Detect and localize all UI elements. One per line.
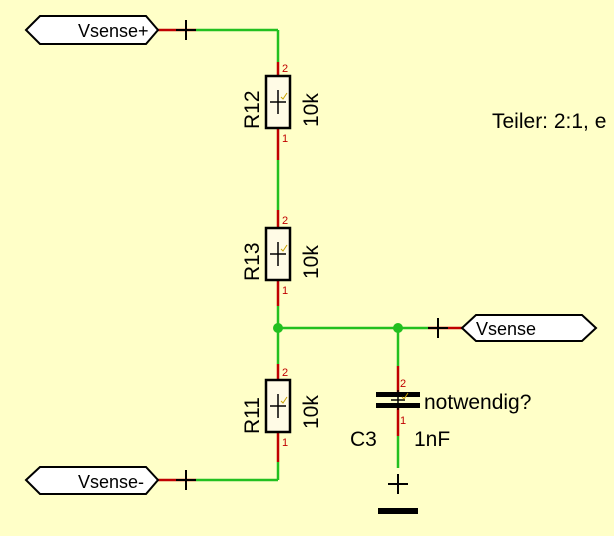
connection-mark-vsense — [428, 318, 448, 338]
port-vsense-plus-label: Vsense+ — [78, 21, 149, 41]
resistor-r13-value: 10k — [300, 245, 323, 279]
resistor-r13-plus-icon — [270, 242, 286, 266]
resistor-r12[interactable]: 2 1 R12 10k — [241, 63, 323, 145]
connection-mark-vsense-minus — [176, 470, 196, 490]
checkmark-icon — [280, 92, 288, 100]
checkmark-icon — [280, 244, 288, 252]
port-vsense-minus-label: Vsense- — [78, 472, 144, 492]
junction-dot-node — [273, 323, 283, 333]
resistor-r13-pin1: 1 — [282, 285, 288, 297]
port-vsense-label: Vsense — [476, 319, 536, 339]
resistor-r12-value: 10k — [300, 93, 323, 127]
resistor-r11-value: 10k — [300, 395, 323, 429]
junction-dot-c3 — [393, 323, 403, 333]
ground-icon[interactable] — [378, 508, 418, 514]
resistor-r13-pin2: 2 — [282, 215, 288, 227]
resistor-r11[interactable]: 2 1 R11 10k — [241, 367, 323, 449]
resistor-r12-plus-icon — [270, 90, 286, 114]
capacitor-c3-pin1: 1 — [400, 415, 406, 427]
resistor-r11-ref: R11 — [241, 397, 264, 434]
port-vsense-plus[interactable]: Vsense+ — [24, 15, 160, 45]
resistor-r13-ref: R13 — [241, 242, 264, 281]
resistor-r12-pin1: 1 — [282, 133, 288, 145]
port-vsense-plus-shape — [24, 15, 160, 45]
connection-mark-vsense-plus — [176, 20, 196, 40]
port-vsense-minus-shape — [24, 466, 160, 495]
port-vsense-minus[interactable]: Vsense- — [24, 466, 160, 495]
checkmark-icon — [401, 392, 409, 400]
resistor-r12-ref: R12 — [241, 90, 264, 129]
connection-mark-ground — [388, 474, 408, 494]
resistor-r11-plus-icon — [270, 394, 286, 418]
capacitor-c3-value: 1nF — [414, 428, 450, 451]
capacitor-c3-ref: C3 — [350, 428, 377, 451]
checkmark-icon — [280, 396, 288, 404]
resistor-r11-pin2: 2 — [282, 367, 288, 379]
port-vsense-shape — [460, 314, 598, 342]
port-vsense[interactable]: Vsense — [460, 314, 598, 342]
capacitor-c3[interactable]: 2 1 notwendig? C3 1nF — [350, 378, 531, 451]
resistor-r12-pin2: 2 — [282, 63, 288, 75]
resistor-r13[interactable]: 2 1 R13 10k — [241, 215, 323, 297]
capacitor-c3-note: notwendig? — [424, 391, 531, 414]
annotation-text: Teiler: 2:1, e — [492, 110, 606, 133]
connection-markers — [176, 20, 448, 494]
capacitor-c3-pin2: 2 — [400, 378, 406, 390]
resistor-r11-pin1: 1 — [282, 437, 288, 449]
capacitor-c3-plus-icon — [391, 390, 405, 410]
